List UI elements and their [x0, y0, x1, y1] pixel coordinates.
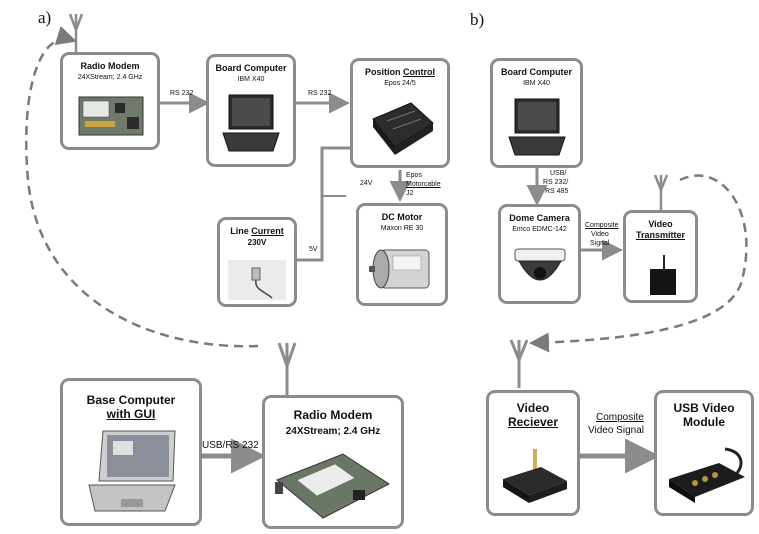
label-composite-big-2: Video Signal [588, 425, 644, 436]
radio-modem-small-subtitle: 24XStream; 2.4 GHz [77, 74, 143, 81]
line-current-title: Line Current [230, 226, 284, 236]
receiver-icon [503, 449, 567, 503]
video-receiver-title: Video [516, 401, 550, 415]
board-computer-b-subtitle: IBM X40 [523, 80, 550, 87]
label-composite-small-2: Video [591, 231, 609, 238]
dome-camera-title: Dome Camera [509, 213, 570, 223]
antenna-icon-video-transmitter [653, 174, 669, 210]
radio-modem-big-box: Radio Modem 24XStream; 2.4 GHz [262, 395, 404, 529]
dc-motor-box: DC Motor Maxon RE 30 [356, 203, 448, 306]
base-computer-title: Base Computer [86, 393, 176, 407]
label-epos-1: Epos [406, 172, 422, 179]
board-computer-a-subtitle: IBM X40 [237, 76, 265, 83]
line-current-box: Line Current 230V [217, 217, 297, 307]
board-computer-b-box: Board Computer IBM X40 [490, 58, 583, 168]
board-computer-b-title: Board Computer [500, 67, 572, 77]
usb-video-module-box: USB Video Module [654, 390, 754, 516]
radio-modem-small-title: Radio Modem [80, 61, 140, 71]
label-rs232-a: RS 232 [170, 90, 194, 97]
radio-modem-big-subtitle: 24XStream; 2.4 GHz [285, 426, 381, 437]
video-transmitter-box: Video Transmitter [623, 210, 698, 303]
video-transmitter-title: Video [648, 219, 673, 229]
label-usb-rs232: USB/RS 232 [202, 440, 259, 451]
antenna-icon-video-receiver [509, 339, 529, 388]
usb-video-module-title-2: Module [683, 415, 725, 429]
label-composite-small-3: Signal [590, 240, 610, 247]
label-rs232-b: RS 232 [308, 90, 332, 97]
radio-modem-board-icon [78, 96, 144, 136]
radio-modem-small-box: Radio Modem 24XStream; 2.4 GHz [60, 52, 160, 150]
usb-video-module-icon [669, 447, 745, 503]
radio-modem-big-title: Radio Modem [293, 408, 373, 422]
line-current-subtitle: 230V [247, 238, 267, 247]
antenna-icon-radio-modem-small [68, 13, 84, 52]
base-computer-title-gui: with GUI [106, 407, 156, 421]
motor-icon [369, 249, 430, 289]
dome-camera-subtitle: Emco EDMC-142 [512, 226, 567, 233]
label-24v: 24V [360, 180, 373, 187]
label-usb-2: RS 232/ [543, 179, 569, 186]
laptop-icon [222, 94, 280, 152]
label-usb-3: RS 485 [545, 188, 569, 195]
board-computer-a-box: Board Computer IBM X40 [206, 54, 296, 167]
label-usb-1: USB/ [550, 170, 567, 177]
base-computer-box: Base Computer with GUI [60, 378, 202, 526]
controller-icon [372, 102, 434, 155]
label-epos-2: Motorcable [406, 181, 441, 188]
dome-camera-box: Dome Camera Emco EDMC-142 [498, 204, 581, 304]
transmitter-icon [650, 255, 676, 295]
label-epos-3: J2 [406, 190, 414, 197]
laptop-icon-b [508, 98, 566, 156]
panel-label-a: a) [38, 8, 52, 27]
position-control-box: Position Control Epos 24/5 [350, 58, 450, 168]
label-5v: 5V [309, 246, 318, 253]
power-socket-icon [228, 260, 286, 300]
video-receiver-box: Video Reciever [486, 390, 580, 516]
radio-modem-board-icon-large [275, 453, 390, 519]
usb-video-module-title: USB Video [673, 401, 735, 415]
base-laptop-icon [88, 430, 176, 512]
dc-motor-subtitle: Maxon RE 30 [380, 225, 424, 232]
video-receiver-title-2: Reciever [507, 415, 559, 429]
dc-motor-title: DC Motor [381, 212, 423, 222]
wireless-link-a [24, 26, 259, 348]
board-computer-a-title: Board Computer [215, 63, 287, 73]
position-control-subtitle: Epos 24/5 [384, 80, 416, 87]
panel-label-b: b) [470, 10, 485, 29]
dome-camera-icon [514, 248, 566, 281]
video-transmitter-title-2: Transmitter [635, 230, 686, 240]
position-control-title: Position Control [365, 67, 435, 77]
label-composite-small-1: Composite [585, 222, 619, 229]
antenna-icon-radio-modem-big [277, 342, 297, 395]
label-composite-big-1: Composite [596, 412, 644, 423]
line-current-to-position [297, 146, 350, 262]
